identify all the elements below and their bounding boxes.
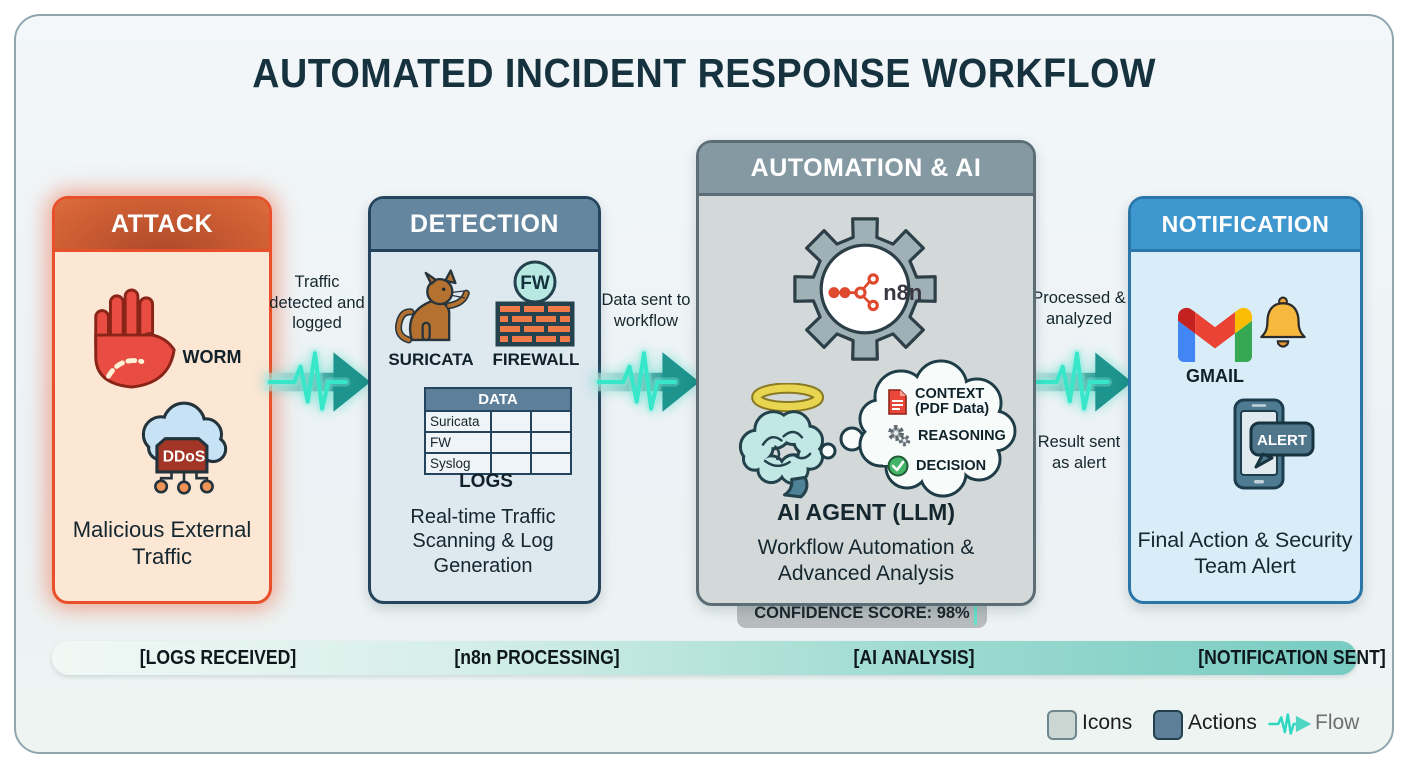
stage-notification: NOTIFICATION GMAIL ALERT Final Action xyxy=(1128,196,1363,604)
notification-header: NOTIFICATION xyxy=(1131,199,1360,252)
bell-icon xyxy=(1260,296,1306,348)
arrow-3-label-above: Processed & analyzed xyxy=(1032,289,1126,328)
table-title: DATA xyxy=(424,387,572,412)
flow-arrow-1 xyxy=(263,348,371,414)
firewall-icon: FW xyxy=(495,260,575,347)
legend-flow-icon xyxy=(1268,713,1312,735)
attack-header: ATTACK xyxy=(55,199,269,252)
flow-arrow-3 xyxy=(1026,348,1132,414)
stop-hand-worm-icon xyxy=(94,288,176,389)
context-item: CONTEXT (PDF Data) xyxy=(887,386,1017,418)
check-icon xyxy=(887,455,909,477)
suricata-label: SURICATA xyxy=(388,350,474,369)
confidence-tick xyxy=(974,601,977,625)
ddos-cloud-icon: DDoS xyxy=(141,401,228,495)
status-item-n8n: [n8n PROCESSING] xyxy=(454,647,620,669)
attack-caption: Malicious External Traffic xyxy=(72,517,252,569)
page-title: AUTOMATED INCIDENT RESPONSE WORKFLOW xyxy=(252,50,1156,96)
gmail-label: GMAIL xyxy=(1186,366,1244,386)
automation-header: AUTOMATION & AI xyxy=(699,143,1033,196)
decision-label: DECISION xyxy=(916,457,987,474)
phone-alert-icon: ALERT xyxy=(1233,398,1315,490)
alert-bubble: ALERT xyxy=(1249,421,1315,469)
firewall-label: FIREWALL xyxy=(492,350,580,369)
data-table: DATA Suricata FW Syslog xyxy=(424,387,572,475)
logs-label: LOGS xyxy=(459,471,513,492)
fw-badge: FW xyxy=(520,273,550,294)
reasoning-label: REASONING xyxy=(918,427,1006,444)
context-sub-label: (PDF Data) xyxy=(915,401,990,418)
automation-caption: Workflow Automation & Advanced Analysis xyxy=(757,536,975,585)
status-item-notification: [NOTIFICATION SENT] xyxy=(1198,647,1386,669)
legend-icons-label: Icons xyxy=(1082,711,1133,734)
stage-automation: AUTOMATION & AI n8n xyxy=(696,140,1036,606)
table-row: Syslog xyxy=(424,452,572,475)
legend-flow-label: Flow xyxy=(1315,711,1360,734)
brain-halo-icon xyxy=(738,383,825,499)
detection-header: DETECTION xyxy=(371,199,598,252)
stage-detection: DETECTION SURICATA FW xyxy=(368,196,601,604)
status-item-ai: [AI ANALYSIS] xyxy=(853,647,975,669)
gears-icon xyxy=(888,425,911,447)
pdf-icon xyxy=(888,389,907,416)
detection-caption: Real-time Traffic Scanning & Log Generat… xyxy=(410,506,556,577)
arrow-1-label: Traffic detected and logged xyxy=(269,273,365,333)
arrow-3-label-below: Result sent as alert xyxy=(1037,433,1121,472)
status-item-logs: [LOGS RECEIVED] xyxy=(139,647,297,669)
arrow-2-label: Data sent to workflow xyxy=(601,291,691,330)
gmail-icon xyxy=(1178,307,1252,362)
decision-item: DECISION xyxy=(887,455,1017,477)
worm-label: WORM xyxy=(182,347,242,367)
n8n-label: n8n xyxy=(883,280,922,305)
suricata-cat-icon xyxy=(395,269,470,344)
ddos-label: DDoS xyxy=(163,449,206,466)
table-row: FW xyxy=(424,431,572,454)
agent-title: AI AGENT (LLM) xyxy=(776,499,955,525)
reasoning-item: REASONING xyxy=(887,424,1017,448)
legend-icons-swatch xyxy=(1047,710,1077,740)
legend-actions-swatch xyxy=(1153,710,1183,740)
legend-actions-label: Actions xyxy=(1188,711,1257,734)
n8n-gear-icon: n8n xyxy=(793,217,937,361)
flow-arrow-2 xyxy=(592,348,700,414)
table-row: Suricata xyxy=(424,410,572,433)
stage-attack: ATTACK WORM xyxy=(52,196,272,604)
context-label: CONTEXT xyxy=(915,386,985,402)
status-bar: [LOGS RECEIVED] [n8n PROCESSING] [AI ANA… xyxy=(52,641,1386,675)
thought-items: CONTEXT (PDF Data) REASONING DECISI xyxy=(887,386,1017,477)
alert-label: ALERT xyxy=(1257,432,1307,449)
notification-caption: Final Action & Security Team Alert xyxy=(1137,528,1353,579)
